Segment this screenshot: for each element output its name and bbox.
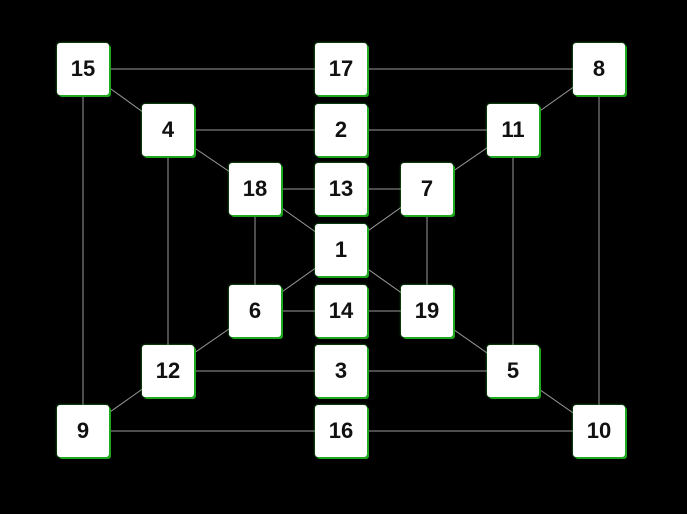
tile-4[interactable]: 4 bbox=[142, 104, 194, 156]
tile-2[interactable]: 2 bbox=[315, 104, 367, 156]
tile-8[interactable]: 8 bbox=[573, 43, 625, 95]
tile-13[interactable]: 13 bbox=[315, 163, 367, 215]
tile-9[interactable]: 9 bbox=[57, 405, 109, 457]
tile-17[interactable]: 17 bbox=[315, 43, 367, 95]
tile-12[interactable]: 12 bbox=[142, 345, 194, 397]
tile-19[interactable]: 19 bbox=[401, 285, 453, 337]
tile-11[interactable]: 11 bbox=[487, 104, 539, 156]
tile-3[interactable]: 3 bbox=[315, 345, 367, 397]
tile-14[interactable]: 14 bbox=[315, 285, 367, 337]
tile-6[interactable]: 6 bbox=[229, 285, 281, 337]
tile-5[interactable]: 5 bbox=[487, 345, 539, 397]
tile-18[interactable]: 18 bbox=[229, 163, 281, 215]
tile-16[interactable]: 16 bbox=[315, 405, 367, 457]
tile-15[interactable]: 15 bbox=[57, 43, 109, 95]
tile-10[interactable]: 10 bbox=[573, 405, 625, 457]
tile-1[interactable]: 1 bbox=[315, 224, 367, 276]
tile-7[interactable]: 7 bbox=[401, 163, 453, 215]
